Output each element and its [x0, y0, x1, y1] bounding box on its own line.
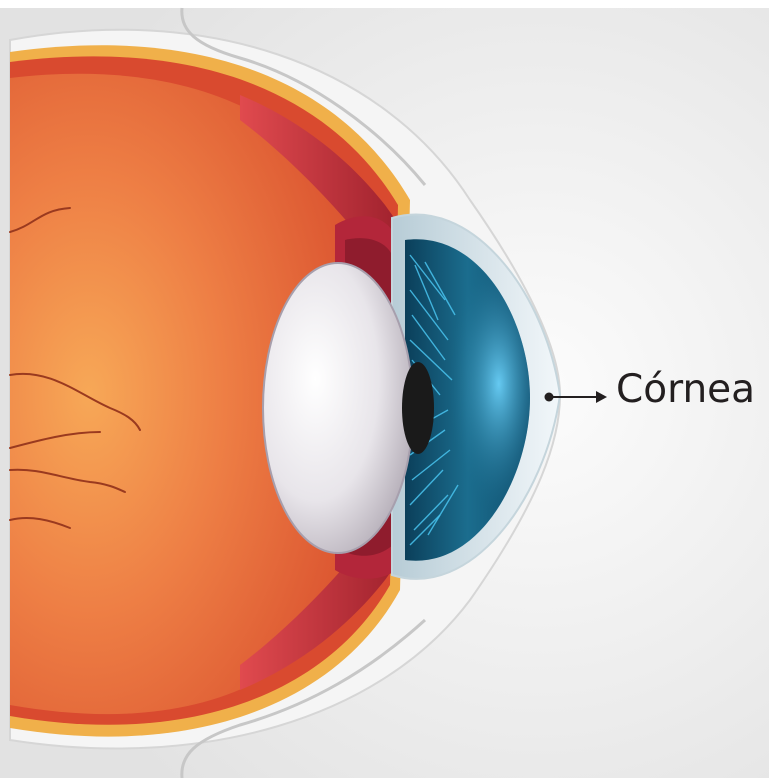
cornea-label: Córnea [616, 370, 755, 409]
pupil [402, 362, 434, 454]
lens [263, 263, 413, 553]
